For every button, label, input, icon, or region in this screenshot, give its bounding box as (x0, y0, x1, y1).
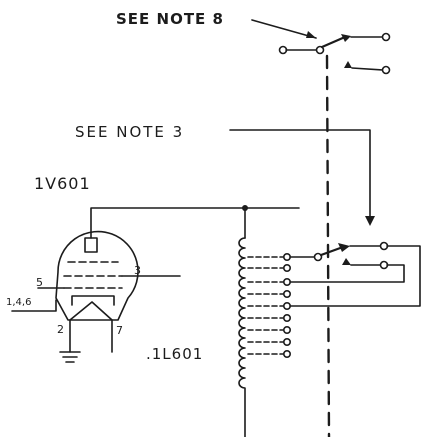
tube-filament (69, 301, 113, 321)
top-switch-pivot-terminal (315, 45, 325, 55)
coil-tap-9 (247, 349, 291, 358)
switch-lower-return-wire (289, 264, 405, 283)
coil-tap-1 (247, 253, 291, 262)
coil-tap-3 (247, 277, 291, 286)
note-8-arrowhead (306, 31, 316, 38)
lower-switch-blade (319, 245, 345, 257)
see-note-3-label: SEE NOTE 3 (75, 123, 184, 141)
tube-plate (84, 237, 98, 253)
see-note-8-label: SEE NOTE 8 (116, 10, 224, 28)
coil-tap-7 (247, 325, 291, 334)
plate-wire (90, 207, 300, 239)
pins-1-4-6-label: 1,4,6 (6, 297, 31, 308)
coil-tap-4 (247, 289, 291, 298)
pin-7-label: 7 (116, 324, 123, 337)
top-switch-upper-contact (341, 34, 351, 42)
tube-designator-label: 1V601 (34, 174, 91, 193)
top-switch-lower-contact (344, 61, 352, 68)
pins-1-4-6-lead (11, 299, 57, 312)
top-switch-upper-terminal (381, 32, 391, 42)
tube-envelope (55, 230, 139, 321)
note-3-leader (229, 129, 371, 219)
coil-tap-8 (247, 337, 291, 346)
ground-symbol (59, 351, 81, 363)
note-3-arrowhead (365, 216, 375, 226)
switch-upper-return-wire (289, 245, 421, 307)
vacuum-tube-symbol (55, 230, 139, 321)
top-switch-lower-terminal (381, 65, 391, 75)
lower-switch (289, 241, 389, 270)
mechanical-linkage-dashed-line (325, 54, 331, 437)
lower-switch-lower-contact (342, 258, 351, 265)
coil-tap-2 (247, 263, 291, 272)
coil-tap-6 (247, 313, 291, 322)
lower-switch-pivot-terminal (313, 252, 323, 262)
coil-tap-5 (247, 301, 291, 310)
top-switch-lower-lead (351, 67, 384, 71)
pin-5-label: 5 (36, 276, 43, 289)
pin-3-label: 3 (134, 264, 141, 277)
top-switch-blade (320, 35, 347, 49)
lower-switch-upper-contact (338, 243, 350, 252)
tapped-coil (238, 237, 291, 437)
coil-designator-label: .1L601 (146, 345, 203, 363)
top-switch (278, 32, 391, 75)
tube-cathode (71, 295, 115, 306)
pin-2-label: 2 (57, 323, 64, 336)
note-8-leader (251, 19, 317, 39)
coil-windings (238, 237, 246, 437)
